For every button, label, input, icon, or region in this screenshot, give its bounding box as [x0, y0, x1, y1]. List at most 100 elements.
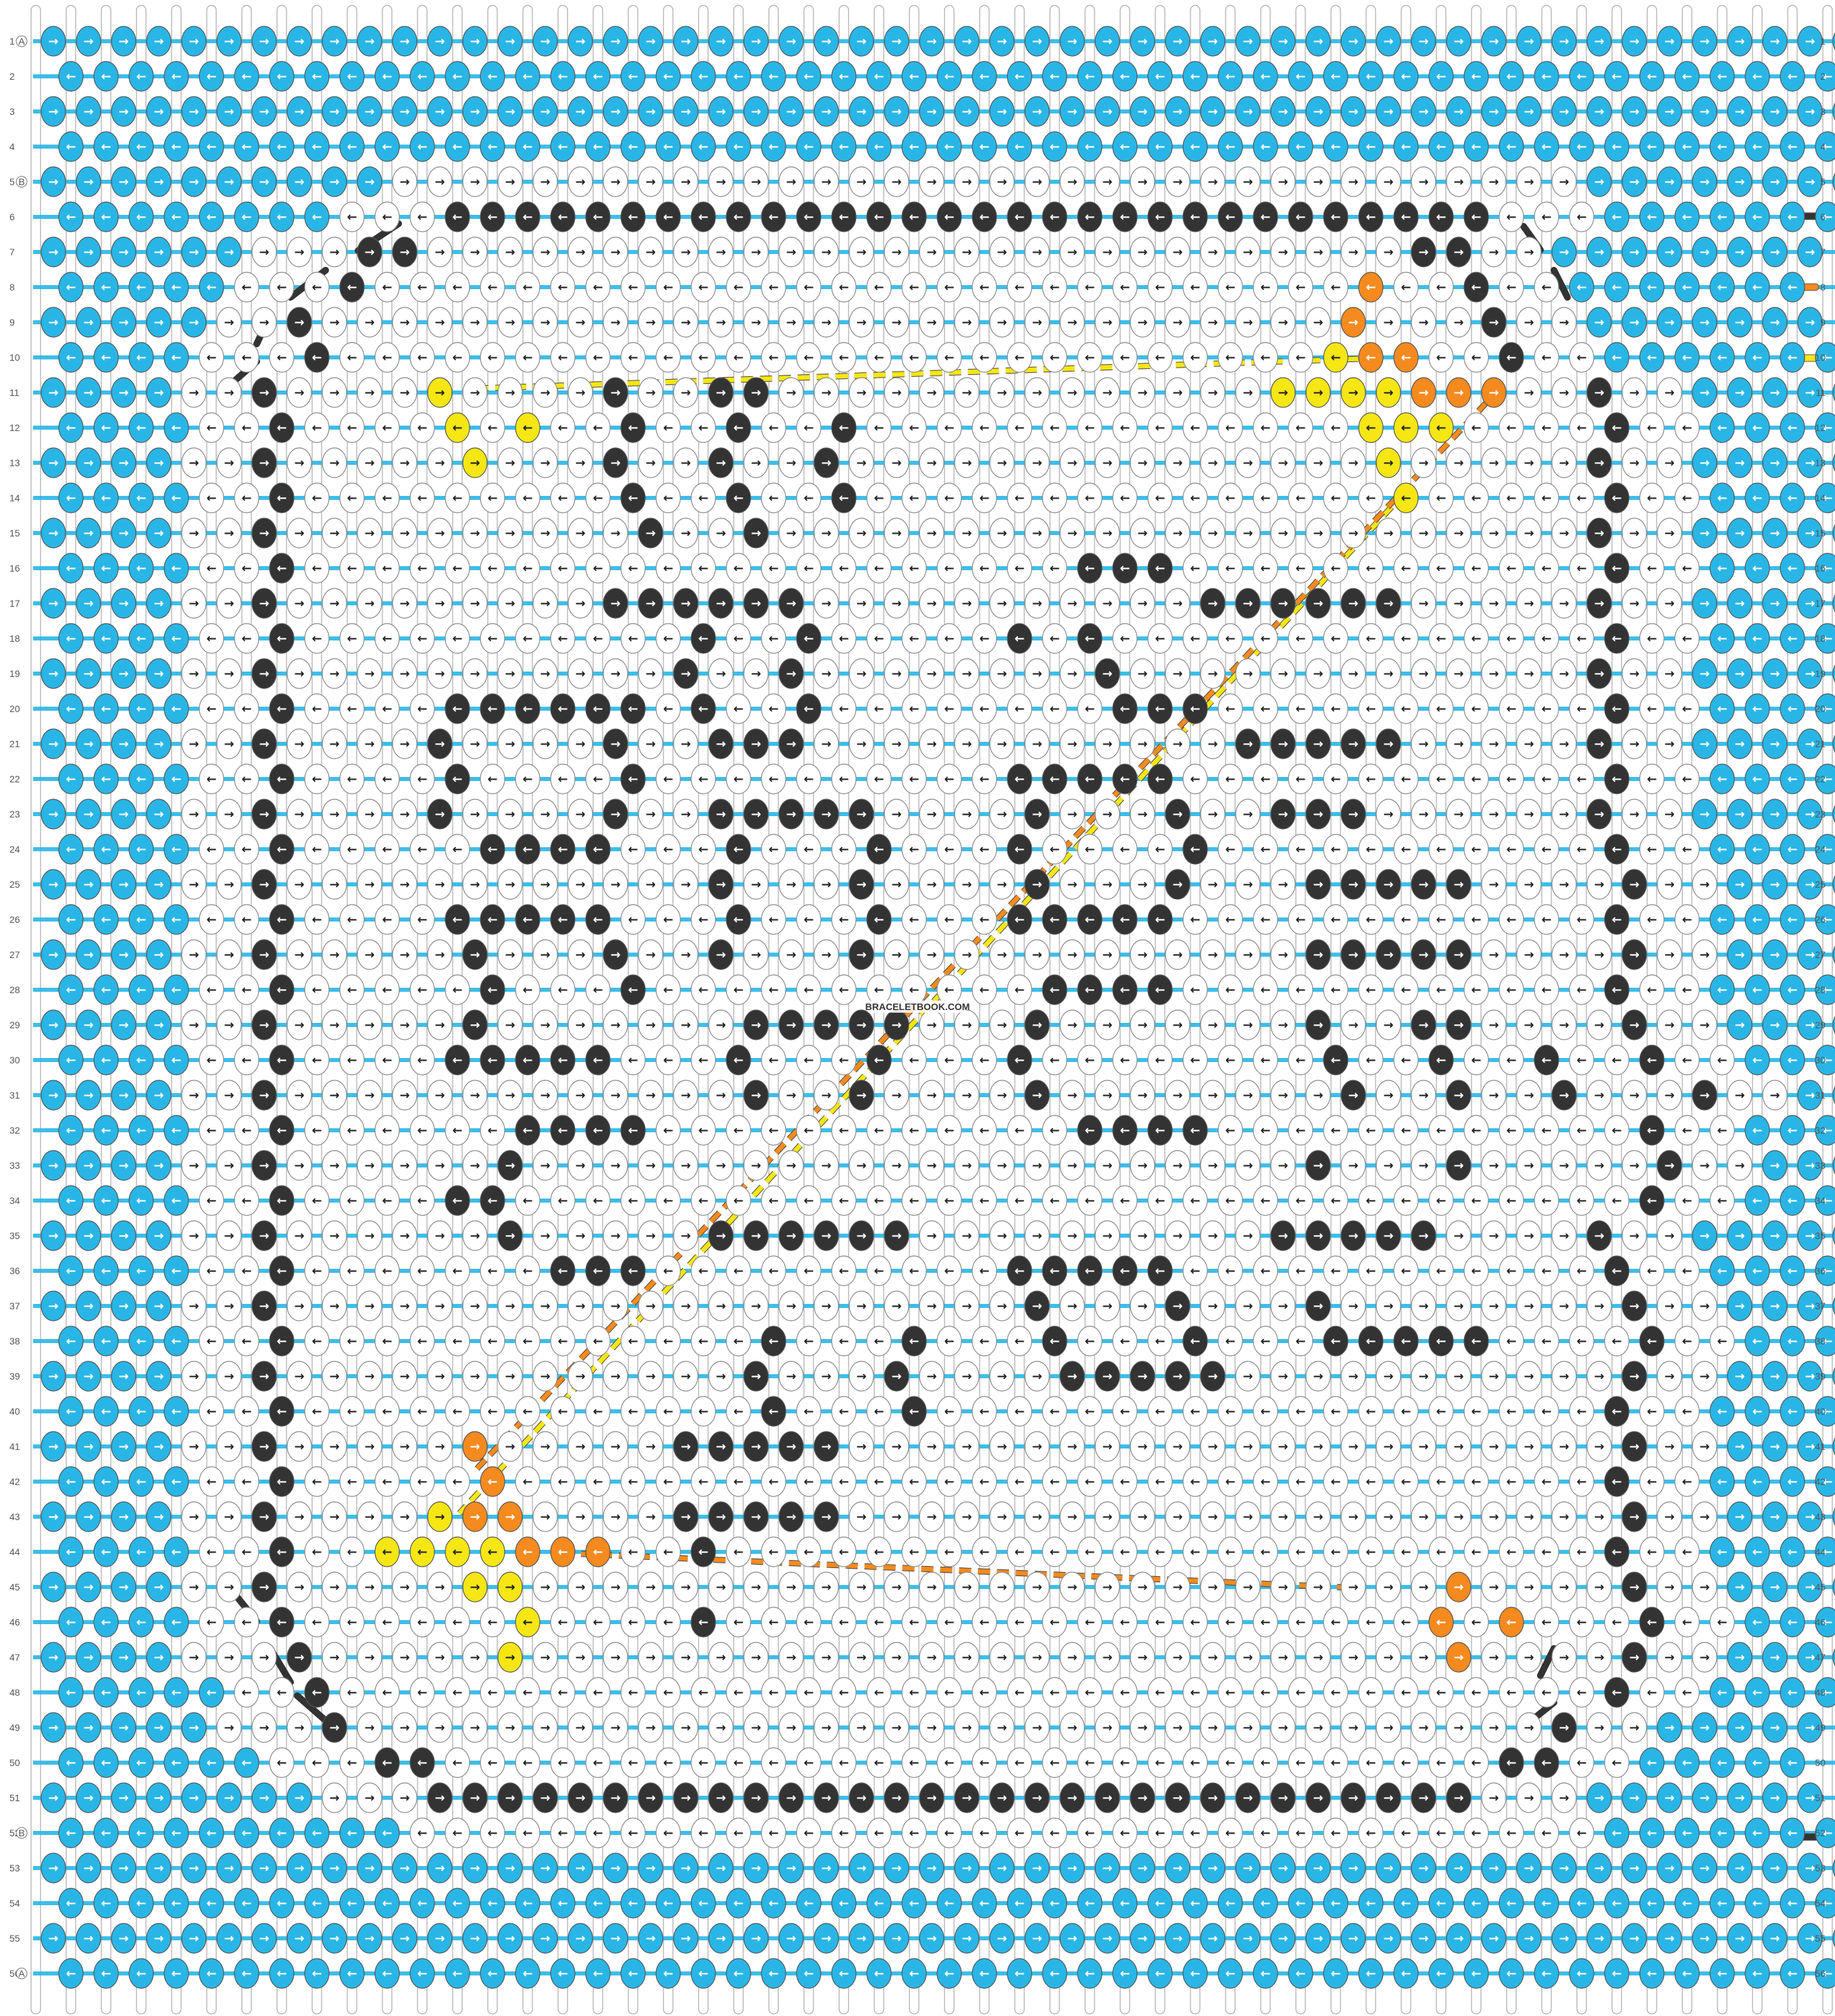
knot — [1130, 166, 1155, 197]
knot-arrow: → — [786, 1299, 796, 1313]
knot-arrow: ← — [663, 70, 673, 84]
knot-arrow: ← — [487, 1405, 497, 1419]
knot-arrow: ← — [1541, 1264, 1551, 1278]
knot — [1358, 131, 1384, 162]
knot-arrow: → — [48, 34, 58, 49]
knot-arrow: → — [1102, 175, 1112, 189]
knot-arrow: → — [751, 316, 761, 330]
knot-arrow: → — [786, 1580, 796, 1594]
knot-arrow: → — [1207, 1650, 1217, 1665]
knot-arrow: → — [715, 456, 726, 470]
knot-arrow: ← — [838, 1124, 849, 1138]
knot-arrow: ← — [1120, 1615, 1130, 1630]
knot-arrow: → — [575, 1650, 585, 1665]
knot-arrow: → — [751, 1229, 761, 1243]
knot — [1657, 96, 1682, 127]
thread-string — [1049, 5, 1060, 2015]
knot-arrow: ← — [1225, 351, 1235, 365]
knot — [409, 201, 435, 232]
knot — [778, 26, 804, 57]
knot-arrow: → — [1102, 1650, 1112, 1665]
knot-arrow: → — [1769, 175, 1780, 189]
knot-arrow: → — [680, 1088, 690, 1103]
knot-arrow: → — [1242, 1369, 1253, 1384]
knot-arrow: → — [1278, 667, 1288, 681]
knot-arrow: ← — [101, 561, 111, 576]
knot-arrow: ← — [452, 1405, 462, 1419]
knot-arrow: → — [1242, 948, 1253, 962]
frame-connector — [1551, 267, 1571, 301]
knot — [936, 61, 962, 92]
knot-arrow: → — [645, 1580, 655, 1594]
knot — [216, 377, 242, 408]
knot-arrow: ← — [593, 421, 603, 435]
knot-arrow: ← — [276, 491, 286, 505]
knot — [1797, 26, 1823, 57]
knot-arrow: → — [1805, 948, 1815, 962]
knot-arrow: ← — [1752, 1124, 1762, 1138]
knot-arrow: → — [961, 1580, 972, 1594]
knot — [339, 342, 365, 373]
knot-arrow: ← — [1225, 702, 1235, 716]
knot-arrow: ← — [628, 983, 638, 997]
knot-arrow: ← — [522, 1334, 532, 1349]
knot — [1586, 307, 1612, 338]
knot-arrow: → — [153, 1088, 164, 1103]
knot-arrow: → — [83, 526, 93, 540]
knot-arrow: → — [1664, 175, 1674, 189]
knot-arrow: ← — [874, 983, 884, 997]
knot — [1674, 201, 1700, 232]
knot-arrow: ← — [1084, 913, 1095, 927]
knot-arrow: ← — [1365, 1124, 1376, 1138]
knot-arrow: ← — [206, 140, 216, 154]
knot-arrow: ← — [241, 1405, 251, 1419]
knot-arrow: → — [575, 316, 585, 330]
knot-arrow: → — [1699, 456, 1709, 470]
knot-arrow: ← — [276, 70, 286, 84]
knot-arrow: → — [259, 1229, 269, 1243]
knot-arrow: → — [786, 1440, 796, 1454]
knot — [1393, 131, 1419, 162]
knot-arrow: ← — [874, 1334, 884, 1349]
knot-arrow: ← — [909, 1475, 919, 1489]
knot — [1797, 96, 1823, 127]
knot — [445, 61, 470, 92]
knot-arrow: → — [1137, 105, 1147, 119]
knot-arrow: ← — [874, 1124, 884, 1138]
knot-arrow: → — [786, 456, 796, 470]
knot-arrow: → — [505, 386, 515, 400]
knot-arrow: ← — [1647, 983, 1657, 997]
knot-arrow: → — [1172, 456, 1182, 470]
knot-arrow: ← — [909, 1053, 919, 1067]
knot-arrow: ← — [452, 1194, 462, 1208]
knot-arrow: → — [751, 526, 761, 540]
knot-arrow: ← — [1155, 913, 1165, 927]
knot-arrow: ← — [1541, 491, 1551, 505]
knot — [1463, 342, 1489, 373]
knot-arrow: ← — [1120, 772, 1130, 786]
knot-arrow: → — [434, 175, 445, 189]
knot-arrow: ← — [1260, 70, 1270, 84]
knot-arrow: ← — [347, 1475, 357, 1489]
knot-arrow: ← — [452, 280, 462, 295]
knot-arrow: ← — [1717, 280, 1727, 295]
knot-arrow: → — [294, 245, 304, 259]
knot — [1744, 272, 1770, 303]
knot-arrow: → — [1664, 1299, 1674, 1313]
knot-arrow: ← — [1155, 1405, 1165, 1419]
knot-arrow: ← — [66, 702, 76, 716]
knot-arrow: ← — [874, 702, 884, 716]
knot-arrow: ← — [1190, 70, 1200, 84]
knot-arrow: ← — [1436, 1053, 1446, 1067]
knot-arrow: ← — [1787, 1264, 1797, 1278]
knot-arrow: → — [1594, 1229, 1604, 1243]
knot — [1709, 61, 1735, 92]
knot-arrow: → — [1348, 175, 1358, 189]
knot-arrow: → — [48, 1088, 58, 1103]
row-band — [33, 1199, 1835, 1203]
knot-arrow: ← — [1541, 983, 1551, 997]
knot-arrow: → — [470, 737, 480, 751]
knot-arrow: → — [1032, 737, 1042, 751]
knot-arrow: ← — [1120, 842, 1130, 857]
knot — [1007, 61, 1032, 92]
